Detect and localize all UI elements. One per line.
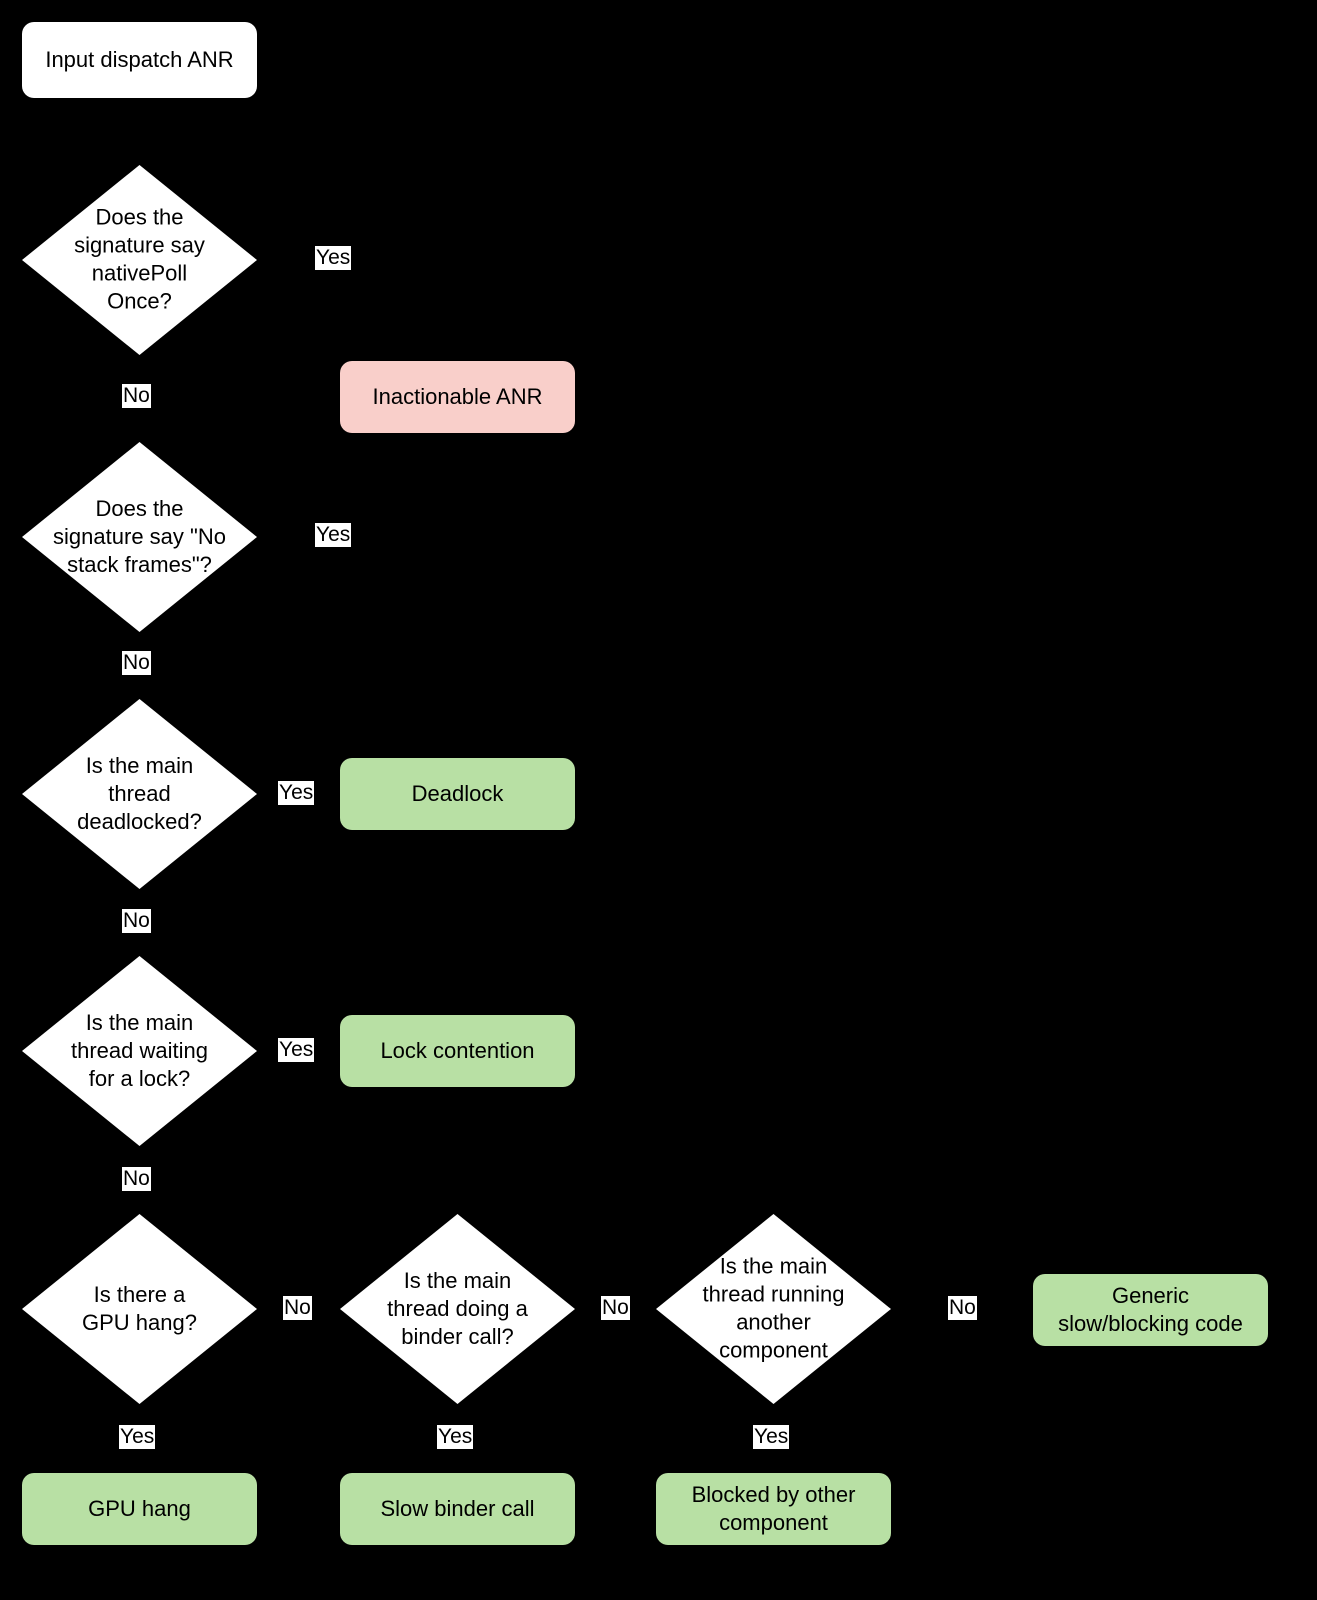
edge-label-d7-yes: Yes: [753, 1425, 790, 1449]
diamond-shape: [22, 956, 257, 1146]
diamond-shape: [22, 699, 257, 889]
edge-d1-yes-to-inactionable: [257, 258, 467, 355]
edge-label-d6-yes: Yes: [437, 1425, 474, 1449]
edge-label-d1-yes: Yes: [315, 246, 352, 270]
diamond-shape: [22, 165, 257, 355]
node-result-deadlock[interactable]: Deadlock: [340, 758, 575, 830]
edge-label-d5-no: No: [283, 1296, 312, 1320]
node-result-slow-binder-call[interactable]: Slow binder call: [340, 1473, 575, 1545]
diamond-shape: [656, 1214, 891, 1404]
node-result-blocked-by-other-component[interactable]: Blocked by other component: [656, 1473, 891, 1545]
node-start-input-dispatch-anr[interactable]: Input dispatch ANR: [22, 22, 257, 98]
node-result-lock-contention[interactable]: Lock contention: [340, 1015, 575, 1087]
node-decision-main-thread-deadlocked[interactable]: Is the main thread deadlocked?: [22, 699, 257, 889]
node-result-gpu-hang[interactable]: GPU hang: [22, 1473, 257, 1545]
edge-label-d7-no: No: [948, 1296, 977, 1320]
node-result-generic-slow-blocking-code[interactable]: Generic slow/blocking code: [1033, 1274, 1268, 1346]
edge-label-d6-no: No: [601, 1296, 630, 1320]
node-result-inactionable-anr[interactable]: Inactionable ANR: [340, 361, 575, 433]
node-decision-gpu-hang[interactable]: Is there a GPU hang?: [22, 1214, 257, 1404]
edge-label-d4-yes: Yes: [278, 1038, 315, 1062]
edge-label-d2-yes: Yes: [315, 523, 352, 547]
edge-label-d4-no: No: [122, 1167, 151, 1191]
node-decision-waiting-for-lock[interactable]: Is the main thread waiting for a lock?: [22, 956, 257, 1146]
edge-label-d3-no: No: [122, 909, 151, 933]
edge-label-d1-no: No: [122, 384, 151, 408]
diamond-shape: [22, 442, 257, 632]
edge-label-d3-yes: Yes: [278, 781, 315, 805]
diamond-shape: [22, 1214, 257, 1404]
edge-label-d2-no: No: [122, 651, 151, 675]
node-decision-no-stack-frames[interactable]: Does the signature say "No stack frames"…: [22, 442, 257, 632]
node-decision-running-another-component[interactable]: Is the main thread running another compo…: [656, 1214, 891, 1404]
edge-label-d5-yes: Yes: [119, 1425, 156, 1449]
diamond-shape: [340, 1214, 575, 1404]
node-decision-binder-call[interactable]: Is the main thread doing a binder call?: [340, 1214, 575, 1404]
node-decision-nativepollonce[interactable]: Does the signature say nativePoll Once?: [22, 165, 257, 355]
